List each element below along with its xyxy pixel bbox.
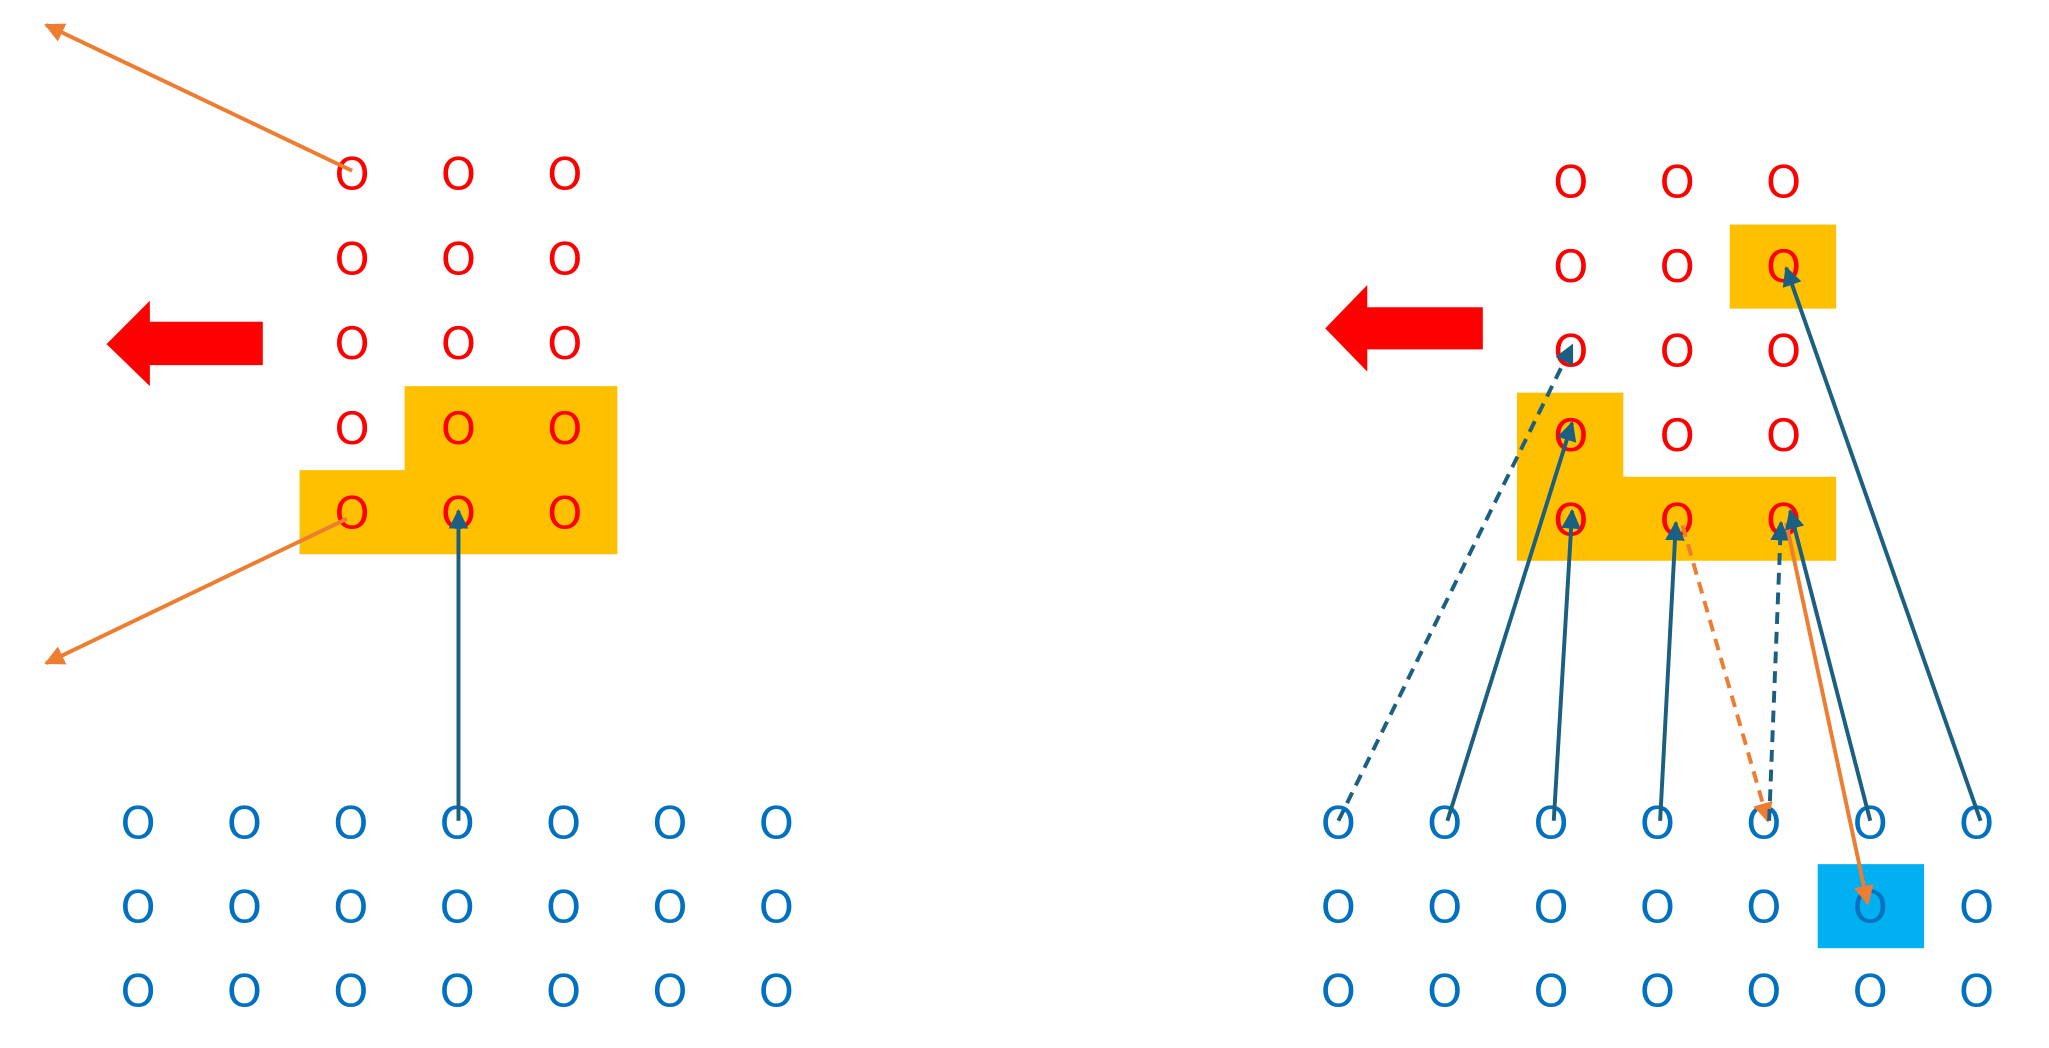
input-cell: O — [1427, 797, 1462, 849]
input-cell: O — [227, 966, 262, 1018]
input-cell: O — [1640, 881, 1675, 933]
output-cell: O — [335, 318, 370, 370]
input-cell: O — [1534, 881, 1569, 933]
output-cell: O — [547, 403, 582, 455]
input-cell: O — [759, 797, 794, 849]
blue-arrow — [1445, 420, 1577, 822]
output-cell: O — [441, 318, 476, 370]
input-cell: O — [1959, 966, 1994, 1018]
input-cell: O — [1427, 966, 1462, 1018]
blue-arrow — [1785, 508, 1873, 822]
input-cell: O — [759, 966, 794, 1018]
input-cell: O — [333, 966, 368, 1018]
blue-arrow — [1658, 520, 1685, 821]
input-highlight-cell — [1817, 864, 1925, 949]
input-cell: O — [1853, 881, 1888, 933]
output-cell: O — [1766, 241, 1801, 293]
output-cell: O — [547, 233, 582, 285]
input-cell: O — [1746, 966, 1781, 1018]
right-arrows — [1336, 266, 1983, 906]
input-cell: O — [1321, 881, 1356, 933]
dashed-blue-arrow — [1767, 520, 1791, 821]
input-cell: O — [120, 797, 155, 849]
output-cell: O — [547, 487, 582, 539]
input-cell: O — [1321, 797, 1356, 849]
output-cell: O — [1660, 494, 1695, 546]
input-cell: O — [440, 966, 475, 1018]
output-cell: O — [335, 487, 370, 539]
right-highlight-region — [1516, 392, 1837, 561]
input-cell: O — [120, 966, 155, 1018]
output-cell: O — [335, 149, 370, 201]
input-cell: O — [120, 881, 155, 933]
input-cell: O — [1321, 966, 1356, 1018]
output-cell: O — [547, 149, 582, 201]
input-cell: O — [333, 881, 368, 933]
right-big-arrow-icon — [1325, 284, 1483, 372]
output-cell: O — [1660, 325, 1695, 377]
input-cell: O — [1853, 966, 1888, 1018]
input-cell: O — [227, 797, 262, 849]
left-big-arrow-icon — [106, 300, 263, 387]
input-cell: O — [1427, 881, 1462, 933]
output-cell: O — [1553, 157, 1588, 209]
input-cell: O — [1853, 797, 1888, 849]
input-cell: O — [759, 881, 794, 933]
input-cell: O — [1746, 881, 1781, 933]
input-cell: O — [1959, 881, 1994, 933]
left-highlight-region — [299, 386, 618, 555]
input-cell: O — [1640, 966, 1675, 1018]
output-cell: O — [441, 403, 476, 455]
orange-arrow-up-left — [44, 23, 353, 173]
output-cell: O — [1660, 157, 1695, 209]
input-cell: O — [333, 797, 368, 849]
input-cell: O — [652, 797, 687, 849]
input-cell: O — [652, 966, 687, 1018]
output-cell: O — [335, 403, 370, 455]
input-cell: O — [652, 881, 687, 933]
output-cell: O — [1553, 410, 1588, 462]
orange-arrow — [1784, 522, 1874, 906]
output-cell: O — [335, 233, 370, 285]
output-cell: O — [1766, 157, 1801, 209]
orange-arrow-down-left — [44, 516, 348, 665]
output-cell: O — [1660, 410, 1695, 462]
blue-arrow — [1782, 266, 1983, 822]
input-cell: O — [546, 966, 581, 1018]
dashed-blue-arrow — [1336, 343, 1574, 822]
output-cell: O — [1766, 410, 1801, 462]
output-cell: O — [1766, 325, 1801, 377]
output-cell: O — [1660, 241, 1695, 293]
input-cell: O — [440, 881, 475, 933]
input-cell: O — [1534, 797, 1569, 849]
output-cell: O — [1553, 241, 1588, 293]
input-cell: O — [1640, 797, 1675, 849]
input-cell: O — [227, 881, 262, 933]
dashed-orange-arrow — [1680, 524, 1773, 823]
input-cell: O — [1534, 966, 1569, 1018]
blue-arrow — [1551, 508, 1581, 821]
output-cell: O — [441, 233, 476, 285]
output-cell: O — [441, 149, 476, 201]
input-cell: O — [546, 797, 581, 849]
input-cell: O — [546, 881, 581, 933]
input-cell: O — [1746, 797, 1781, 849]
output-cell: O — [547, 318, 582, 370]
